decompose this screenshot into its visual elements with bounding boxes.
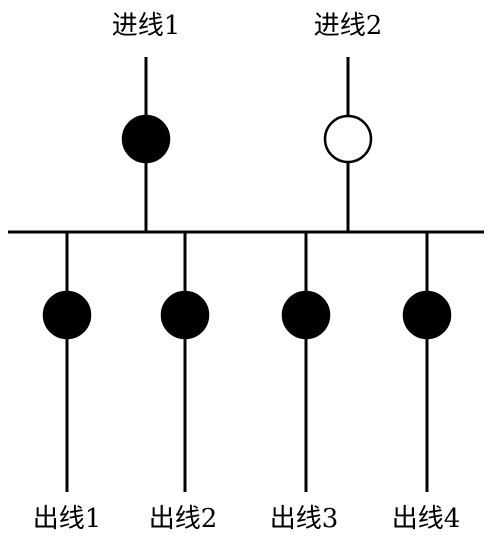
outgoing-label-2: 出线2 <box>149 504 218 534</box>
outgoing-feeder-1: 出线1 <box>33 232 102 534</box>
incoming-breaker-1-closed[interactable] <box>121 114 171 164</box>
incoming-label-1: 进线1 <box>112 11 181 41</box>
outgoing-breaker-1-closed[interactable] <box>42 290 92 340</box>
outgoing-feeder-2: 出线2 <box>149 232 218 534</box>
incoming-breaker-2-open[interactable] <box>323 114 373 164</box>
outgoing-label-3: 出线3 <box>270 504 339 534</box>
outgoing-breaker-2-closed[interactable] <box>160 290 210 340</box>
outgoing-breaker-4-closed[interactable] <box>402 290 452 340</box>
outgoing-label-1: 出线1 <box>33 504 102 534</box>
incoming-label-2: 进线2 <box>314 11 383 41</box>
outgoing-breaker-3-closed[interactable] <box>281 290 331 340</box>
outgoing-label-4: 出线4 <box>392 504 461 534</box>
outgoing-feeder-3: 出线3 <box>270 232 339 534</box>
incoming-feeder-2: 进线2 <box>314 11 383 232</box>
outgoing-feeder-4: 出线4 <box>392 232 461 534</box>
incoming-feeder-1: 进线1 <box>112 11 181 232</box>
